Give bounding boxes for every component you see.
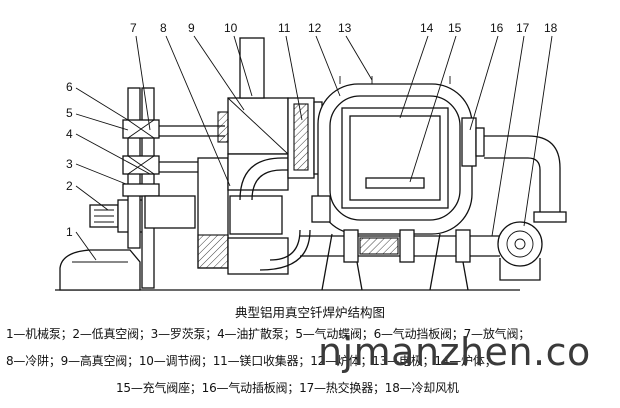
part-number-4: 4	[66, 127, 73, 141]
left-vertical-pipes	[122, 87, 196, 289]
high-vacuum-valve	[217, 37, 289, 191]
part-number-11: 11	[278, 21, 291, 35]
part-number-17: 17	[516, 21, 530, 35]
legend-line-3: 15—充气阀座；16—气动插板阀；17—热交换器；18—冷却风机	[116, 381, 459, 395]
legend-line-2: 8—冷阱；9—高真空阀；10—调节阀；11—镁口收集器；12—炉体；13—电极；…	[6, 354, 497, 368]
part-number-8: 8	[160, 21, 167, 35]
oil-diffusion-pump	[197, 157, 289, 275]
mechanical-pump	[59, 249, 141, 291]
magnesium-collector	[287, 97, 323, 179]
part-number-1: 1	[66, 225, 73, 239]
diagram-caption: 典型铝用真空钎焊炉结构图	[234, 305, 385, 320]
part-number-6: 6	[66, 80, 73, 94]
part-number-10: 10	[224, 21, 238, 35]
leader-lines	[75, 35, 553, 261]
heat-exchanger-pipe	[300, 229, 500, 263]
part-number-3: 3	[66, 157, 73, 171]
pneumatic-gate-valve	[461, 117, 485, 167]
part-number-13: 13	[338, 21, 352, 35]
part-number-16: 16	[490, 21, 504, 35]
part-number-12: 12	[308, 21, 322, 35]
part-number-7: 7	[130, 21, 137, 35]
cooling-fan	[484, 135, 567, 281]
legend-line-1: 1—机械泵；2—低真空阀；3—罗茨泵；4—油扩散泵；5—气动蝶阀；6—气动挡板阀…	[6, 327, 531, 341]
furnace-body	[317, 76, 473, 235]
part-number-18: 18	[544, 21, 558, 35]
part-number-2: 2	[66, 179, 73, 193]
part-number-15: 15	[448, 21, 462, 35]
watermark-text: njmanzhen.co	[318, 330, 591, 374]
part-number-labels: 1 2 3 4 5 6 7 8 9 10 11 12 13 14 15 16 1…	[66, 21, 558, 239]
part-number-5: 5	[66, 106, 73, 120]
part-number-9: 9	[188, 21, 195, 35]
part-number-14: 14	[420, 21, 434, 35]
